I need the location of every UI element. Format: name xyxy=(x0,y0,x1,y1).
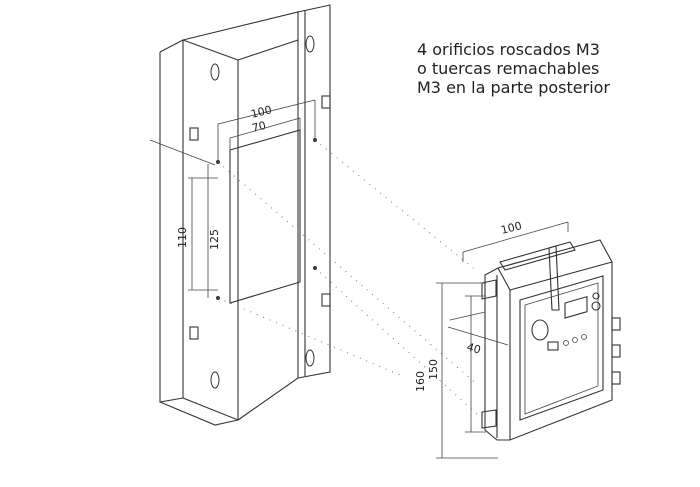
mounting-bracket xyxy=(149,4,331,426)
projection-lines xyxy=(217,139,479,416)
dim-device-height-inner: 150 xyxy=(427,359,440,380)
dim-device-depth: 40 xyxy=(465,340,482,356)
dim-bracket-width-outer: 100 xyxy=(250,103,274,121)
dim-bracket-height-inner: 110 xyxy=(176,227,189,248)
mounting-note: 4 orificios roscados M3 o tuercas remach… xyxy=(417,40,677,97)
dim-bracket-height-outer: 125 xyxy=(208,229,221,250)
dim-device-width: 100 xyxy=(500,219,524,237)
device-enclosure xyxy=(436,221,621,459)
note-line-1: 4 orificios roscados M3 xyxy=(417,40,600,59)
note-line-3: M3 en la parte posterior xyxy=(417,78,611,97)
dim-bracket-width-inner: 70 xyxy=(251,119,268,135)
dim-device-height-outer: 160 xyxy=(414,371,427,392)
note-line-2: o tuercas remachables xyxy=(417,59,600,78)
dimension-labels: 100 70 125 110 100 40 160 150 xyxy=(176,103,523,392)
